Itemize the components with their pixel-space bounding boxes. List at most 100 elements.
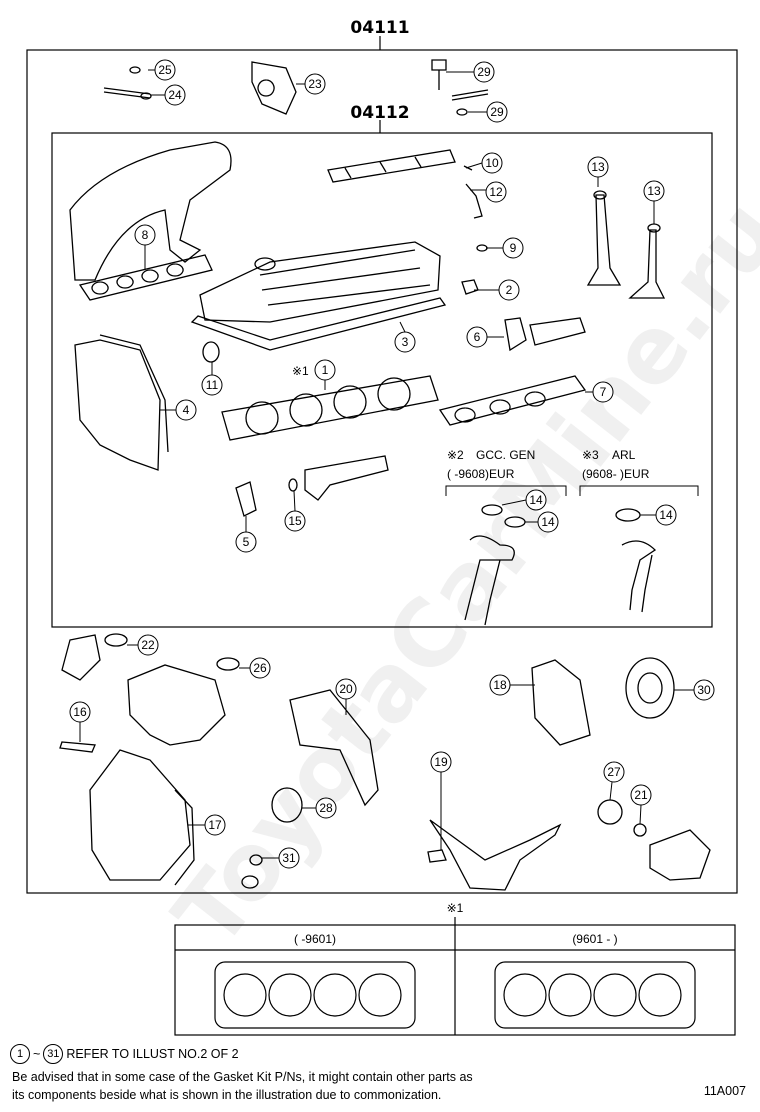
- kit-outer-number: 04111: [350, 18, 409, 38]
- seal-part-30-drawing: [625, 657, 675, 719]
- valve-right-drawing: [628, 229, 666, 299]
- advice-line-1: Be advised that in some case of the Gask…: [12, 1070, 473, 1084]
- callout-29b: 29: [490, 105, 504, 119]
- exhaust-gasket-part-7-drawing: [438, 375, 587, 426]
- callout-20: 20: [339, 682, 353, 696]
- gasket-part-20-drawing: [289, 689, 379, 807]
- head-gasket-early-drawing: [214, 961, 416, 1029]
- seal-part-31-drawing: [249, 854, 263, 866]
- variant-brackets: [445, 485, 699, 496]
- callout-8: 8: [142, 228, 149, 242]
- timing-cover-drawing: [74, 339, 161, 471]
- oil-strainer-drawing: [429, 819, 562, 891]
- gasket-part-3-drawing: [190, 297, 447, 351]
- callout-24: 24: [168, 88, 182, 102]
- gasket-part-5-drawing: [235, 481, 257, 517]
- timing-cover-lower-drawing: [89, 749, 191, 881]
- table-col1-header: ( -9601): [294, 932, 336, 946]
- callout-13a: 13: [591, 160, 605, 174]
- table-mark: ※1: [447, 901, 464, 915]
- callout-1: 1: [322, 363, 329, 377]
- oring-part-21-drawing: [633, 823, 647, 837]
- callout-10: 10: [485, 156, 499, 170]
- callout-7: 7: [600, 385, 607, 399]
- callout-27: 27: [607, 765, 621, 779]
- camshaft-drawing: [327, 149, 456, 183]
- callout-14c: 14: [659, 508, 673, 522]
- ref-to-number: 31: [43, 1044, 64, 1064]
- callout-25: 25: [158, 63, 172, 77]
- gasket-part-8-drawing: [78, 254, 213, 301]
- callout-numbers: 25 24 23 29 29 10 12 9 13 13 8 2 3 6 7 1…: [73, 63, 711, 865]
- callout-29a: 29: [477, 65, 491, 79]
- bolt-part-24-drawing: [103, 87, 151, 99]
- exhaust-part-6-drawing: [504, 317, 586, 352]
- callout-26: 26: [253, 661, 267, 675]
- kit-04112-frame: [51, 132, 713, 628]
- reference-line: 1 ~ 31 REFER TO ILLUST NO.2 OF 2: [10, 1044, 239, 1064]
- advice-line-2: its components beside what is shown in t…: [12, 1088, 442, 1102]
- callout-13b: 13: [647, 184, 661, 198]
- gasket-part-18-drawing: [531, 659, 591, 746]
- variant-3-label: ARL: [612, 448, 636, 462]
- pipe-part-15-drawing: [304, 455, 389, 501]
- callout-23: 23: [308, 77, 322, 91]
- note-mark-1: ※1: [292, 364, 309, 378]
- gasket-part-23-drawing: [251, 61, 297, 115]
- callout-2: 2: [506, 283, 513, 297]
- ref-tilde: ~: [33, 1047, 41, 1061]
- part-drawings: [59, 59, 711, 891]
- table-col2-header: (9601 - ): [572, 932, 617, 946]
- callout-17: 17: [208, 818, 222, 832]
- illustration-code: 11A007: [703, 1084, 746, 1098]
- callout-21: 21: [634, 788, 648, 802]
- callout-14a: 14: [529, 493, 543, 507]
- callout-9: 9: [510, 241, 517, 255]
- seal-part-28-drawing: [271, 787, 303, 823]
- valve-cover-drawing: [199, 241, 441, 323]
- callout-4: 4: [183, 403, 190, 417]
- parts-diagram: 04111 04112: [26, 18, 738, 1036]
- water-inlet-drawing: [61, 634, 101, 681]
- water-pump-drawing: [127, 664, 226, 746]
- pipe-variant-3-drawing: [621, 540, 657, 613]
- oring-part-26-drawing: [216, 657, 240, 671]
- ref-text: REFER TO ILLUST NO.2 OF 2: [66, 1047, 239, 1061]
- oil-filter-bracket-drawing: [649, 829, 711, 881]
- oring-part-27-drawing: [597, 799, 623, 825]
- head-gasket-variants: [214, 961, 696, 1029]
- gasket-part-16-drawing: [59, 741, 96, 753]
- callout-18: 18: [493, 678, 507, 692]
- callout-3: 3: [402, 335, 409, 349]
- callout-6: 6: [474, 330, 481, 344]
- callout-22: 22: [141, 638, 155, 652]
- head-gasket-late-drawing: [494, 961, 696, 1029]
- callout-30: 30: [697, 683, 711, 697]
- variant-2-range: ( -9608)EUR: [447, 467, 515, 481]
- variant-table: [174, 917, 736, 1036]
- callout-15: 15: [288, 514, 302, 528]
- callout-31: 31: [282, 851, 296, 865]
- kit-inner-number: 04112: [350, 103, 409, 123]
- ref-from-number: 1: [10, 1044, 30, 1064]
- callout-28: 28: [319, 801, 333, 815]
- callout-12: 12: [489, 185, 503, 199]
- valve-left-drawing: [586, 194, 622, 286]
- callout-14b: 14: [541, 515, 555, 529]
- pipe-variant-2-drawing: [464, 535, 515, 626]
- variant-3-range: (9608- )EUR: [582, 467, 650, 481]
- intake-manifold-drawing: [69, 141, 232, 281]
- variant-2-mark: ※2: [447, 448, 464, 462]
- oring-part-22-drawing: [104, 633, 128, 647]
- callout-5: 5: [243, 535, 250, 549]
- seal-part-11-drawing: [202, 341, 220, 363]
- gasket-part-19-drawing: [427, 849, 447, 863]
- kit-04111-frame: [26, 49, 738, 894]
- variant-2-label: GCC. GEN: [476, 448, 535, 462]
- callout-11: 11: [206, 378, 219, 392]
- callout-19: 19: [434, 755, 448, 769]
- variant-3-mark: ※3: [582, 448, 599, 462]
- callouts: [69, 59, 715, 869]
- head-gasket-part-1-drawing: [221, 375, 439, 441]
- callout-16: 16: [73, 705, 87, 719]
